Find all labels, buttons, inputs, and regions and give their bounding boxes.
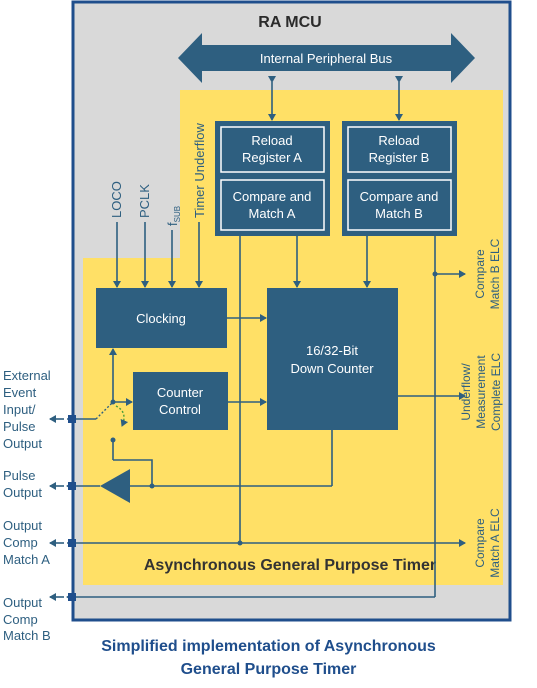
compare-match-b (347, 179, 452, 231)
switch-arc-icon (115, 405, 129, 427)
loco-label: LOCO (109, 181, 124, 218)
peripheral-bus-arrow (178, 33, 475, 83)
ext-event-label-1: External (3, 368, 51, 383)
output-buffer-icon (100, 469, 130, 503)
output-comp-b-label-1: Output (3, 595, 42, 610)
compare-a-elc-line1: Compare (473, 518, 487, 568)
underflow-elc-line2: Measurement (474, 355, 488, 429)
compare-match-a-line2: Match A (249, 206, 296, 221)
compare-match-a (220, 179, 325, 231)
buffer-node (149, 483, 155, 489)
ext-event-label-4: Pulse (3, 419, 36, 434)
pclk-label: PCLK (137, 184, 152, 218)
reload-register-b-line2: Register B (369, 150, 430, 165)
reload-register-b (347, 126, 452, 173)
mcu-title: RA MCU (258, 14, 321, 31)
caption-line-1: Simplified implementation of Asynchronou… (101, 638, 436, 655)
clocking-label: Clocking (136, 311, 186, 326)
fsub-main: f (165, 222, 180, 226)
timer-region-label: Asynchronous General Purpose Timer (144, 557, 436, 574)
down-counter-line2: Down Counter (290, 361, 374, 376)
bus-label: Internal Peripheral Bus (260, 51, 393, 66)
down-counter (267, 288, 398, 430)
ext-event-label-3: Input/ (3, 402, 36, 417)
ext-event-label-2: Event (3, 385, 37, 400)
compare-b-elc-line1: Compare (473, 249, 487, 299)
ext-event-dashed (95, 401, 114, 420)
diagram: RA MCU Asynchronous General Purpose Time… (3, 0, 512, 627)
output-comp-b-label-2: Comp (3, 612, 38, 627)
caption-line-2: General Purpose Timer (180, 661, 357, 678)
compare-match-a-line1: Compare and (233, 189, 312, 204)
counter-control-line2: Control (159, 402, 201, 417)
pulse-output-label-1: Pulse (3, 468, 36, 483)
counter-control-line1: Counter (157, 385, 204, 400)
counter-control (133, 372, 228, 430)
buffer-feedback-line (113, 459, 153, 486)
clocking (96, 288, 227, 348)
fsub-label: fSUB (165, 206, 182, 226)
output-comp-a-label-1: Output (3, 518, 42, 533)
compare-b-elc-line2: Match B ELC (488, 238, 502, 309)
compare-a-elc-line2: Match A ELC (488, 508, 502, 578)
underflow-elc-line1: Underflow/ (459, 363, 473, 421)
compare-match-b-line1: Compare and (360, 189, 439, 204)
underflow-elc-line3: Complete ELC (489, 353, 503, 431)
down-counter-line1: 16/32-Bit (306, 343, 358, 358)
pin-pulse-output (68, 482, 76, 490)
timer-underflow-label: Timer Underflow (192, 123, 207, 218)
compare-match-b-line2: Match B (375, 206, 423, 221)
pin-output-comp-b (68, 593, 76, 601)
pin-output-comp-a (68, 539, 76, 547)
output-comp-a-label-3: Match A (3, 552, 50, 567)
fsub-subscript: SUB (173, 206, 182, 222)
pin-external-event (68, 415, 76, 423)
output-comp-a-label-2: Comp (3, 535, 38, 550)
reload-register-a-line2: Register A (242, 150, 302, 165)
reload-register-a (220, 126, 325, 173)
reload-register-b-line1: Reload (378, 133, 419, 148)
reload-register-a-line1: Reload (251, 133, 292, 148)
ext-event-label-5: Output (3, 436, 42, 451)
output-comp-b-label-3: Match B (3, 628, 51, 643)
pulse-output-label-2: Output (3, 485, 42, 500)
